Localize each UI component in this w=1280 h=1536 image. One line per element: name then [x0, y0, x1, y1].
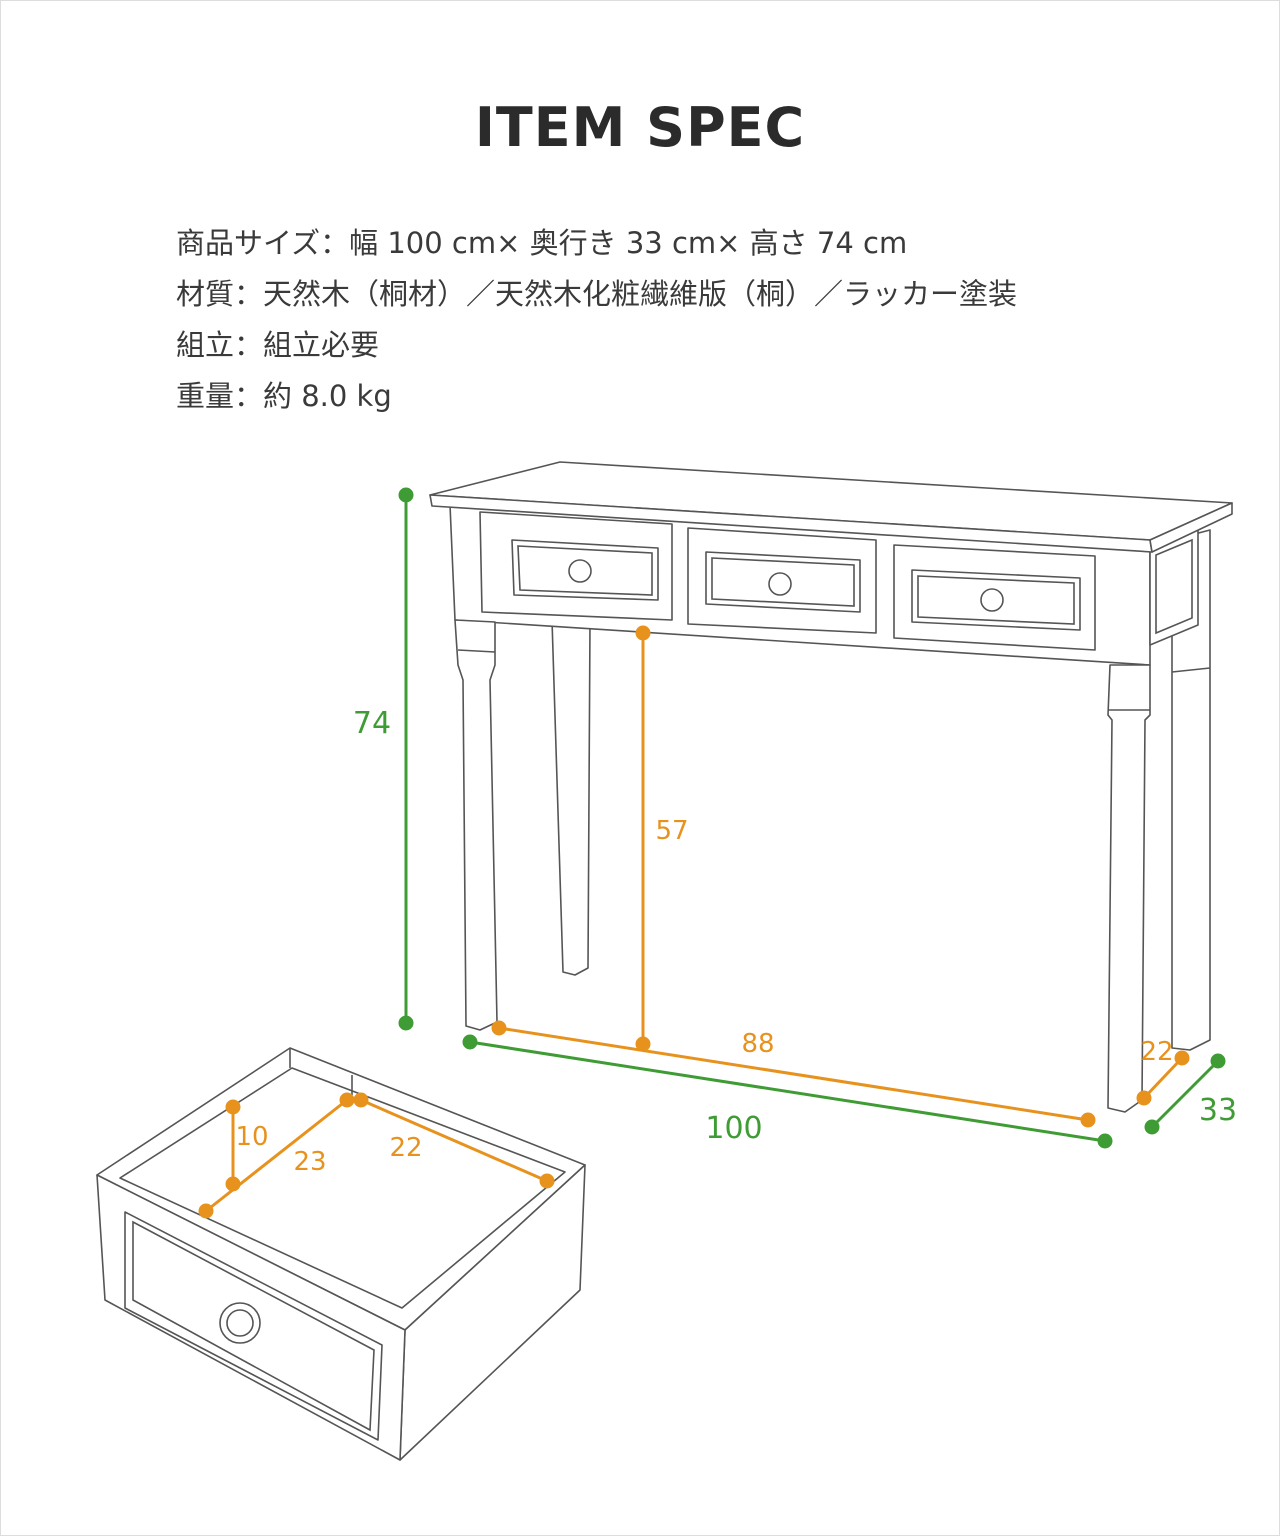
label-inner-depth: 22: [1140, 1037, 1173, 1067]
drawer-knob-icon: [219, 1302, 261, 1344]
label-drawer-width: 23: [293, 1147, 326, 1177]
spec-size: 商品サイズ：幅 100 cm× 奥行き 33 cm× 高さ 74 cm: [176, 226, 908, 260]
label-drawer-height: 10: [235, 1122, 268, 1152]
page-title: ITEM SPEC: [474, 96, 806, 159]
label-height: 74: [353, 706, 391, 741]
spec-list: 商品サイズ：幅 100 cm× 奥行き 33 cm× 高さ 74 cm 材質：天…: [176, 218, 1017, 422]
console-table-illustration: [429, 461, 1233, 1113]
label-under-clearance: 57: [655, 816, 688, 846]
label-width: 100: [705, 1111, 762, 1146]
spec-weight: 重量：約 8.0 kg: [176, 379, 392, 413]
spec-assembly: 組立：組立必要: [176, 328, 380, 362]
dimension-lines: [198, 487, 1226, 1219]
spec-material: 材質：天然木（桐材）／天然木化粧繊維版（桐）／ラッカー塗装: [176, 277, 1018, 311]
label-depth: 33: [1199, 1093, 1237, 1128]
label-inner-width: 88: [741, 1029, 774, 1059]
label-drawer-depth: 22: [389, 1133, 422, 1163]
dimension-labels: 74 100 33 57 88 22 10 23 22: [235, 706, 1237, 1177]
drawer-illustration: [96, 1047, 586, 1461]
